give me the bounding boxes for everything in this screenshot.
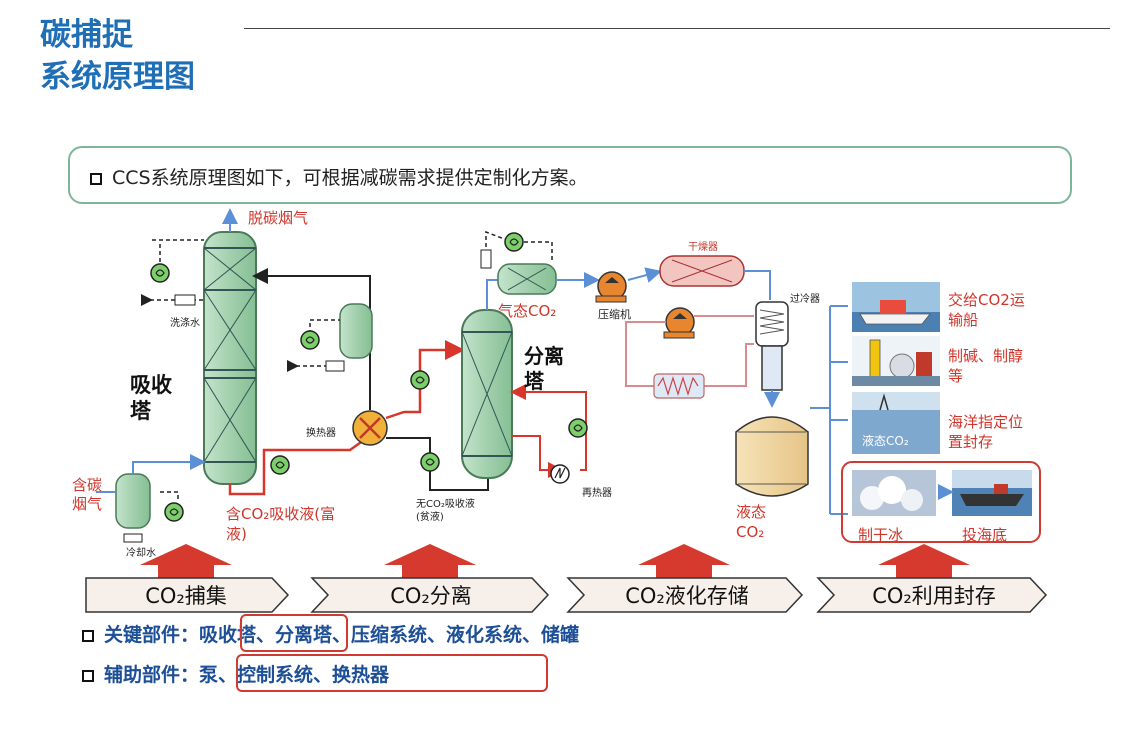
header-divider bbox=[244, 28, 1110, 29]
label-compressor: 压缩机 bbox=[598, 308, 631, 321]
label-lean-liquid: 无CO₂吸收液 (贫液) bbox=[416, 499, 475, 523]
seabed-disposal-image bbox=[952, 470, 1032, 516]
compressor-icon bbox=[663, 307, 695, 339]
stage-chevron bbox=[816, 577, 1048, 613]
label-seabed: 投海底 bbox=[962, 526, 1008, 544]
pump-icon bbox=[270, 455, 290, 475]
stage-chevron bbox=[85, 577, 290, 613]
key-components-highlight-box bbox=[240, 614, 348, 652]
stage-chevron bbox=[566, 577, 804, 613]
checkbox-square-icon bbox=[82, 629, 94, 642]
stage-label-separation: CO₂分离 bbox=[390, 584, 472, 608]
page-title-line1: 碳捕捉 bbox=[40, 17, 133, 53]
stage-chevron bbox=[310, 577, 550, 613]
cooler-tank bbox=[339, 303, 373, 359]
label-rich-liquid: 含CO₂吸收液(富 液) bbox=[226, 505, 336, 543]
cooler-tank bbox=[115, 473, 151, 529]
pump-icon bbox=[300, 330, 320, 350]
pump-icon bbox=[568, 418, 588, 438]
label-use-ship: 交给CO2运 输船 bbox=[948, 291, 1025, 329]
stage-label-capture: CO₂捕集 bbox=[145, 584, 227, 608]
intro-text: CCS系统原理图如下，可根据减碳需求提供定制化方案。 bbox=[90, 163, 588, 190]
subcooler-icon bbox=[755, 301, 789, 391]
liquid-co2-storage-tank bbox=[735, 416, 809, 497]
label-heat-exchanger: 换热器 bbox=[306, 428, 336, 439]
aux-components-bullet: 辅助部件：泵、控制系统、换热器 bbox=[82, 660, 389, 687]
absorption-tower bbox=[203, 231, 257, 485]
stage-up-arrow bbox=[638, 544, 730, 578]
stage-up-arrow bbox=[878, 544, 970, 578]
label-dryer: 干燥器 bbox=[688, 242, 718, 253]
key-components-bullet: 关键部件：吸收塔、分离塔、压缩系统、液化系统、储罐 bbox=[82, 620, 579, 647]
aux-components-highlight: 泵、控制系统、换热器 bbox=[199, 664, 390, 686]
label-reboiler: 再热器 bbox=[582, 488, 612, 499]
label-absorption-tower: 吸收 塔 bbox=[130, 373, 172, 423]
intro-box bbox=[68, 146, 1072, 204]
stage-up-arrow bbox=[384, 544, 476, 578]
transport-ship-image bbox=[852, 282, 940, 332]
stage-up-arrow bbox=[140, 544, 232, 578]
chemical-plant-image bbox=[852, 336, 940, 386]
compressor-icon bbox=[595, 271, 627, 303]
pump-icon bbox=[410, 370, 430, 390]
label-dry-ice: 制干冰 bbox=[858, 526, 904, 544]
label-cooling-water: 冷却水 bbox=[126, 548, 156, 559]
pump-icon bbox=[164, 502, 184, 522]
ocean-storage-image bbox=[852, 392, 940, 454]
label-liquid-co2: 液态 CO₂ bbox=[736, 503, 767, 541]
label-use-chemical: 制碱、制醇 等 bbox=[948, 347, 1024, 385]
label-carbon-flue-gas: 含碳 烟气 bbox=[72, 476, 103, 513]
pump-icon bbox=[150, 263, 170, 283]
stage-label-liquefaction: CO₂液化存储 bbox=[625, 584, 749, 608]
label-subcooler: 过冷器 bbox=[790, 294, 820, 305]
pump-icon bbox=[504, 232, 524, 252]
separation-tower bbox=[461, 309, 513, 479]
label-decarbonized-flue-gas: 脱碳烟气 bbox=[248, 209, 309, 227]
expansion-coil-icon bbox=[653, 373, 705, 399]
label-use-ocean: 海洋指定位 置封存 bbox=[948, 413, 1024, 451]
aux-components-highlight-box bbox=[236, 654, 548, 692]
label-separation-tower: 分离 塔 bbox=[524, 344, 564, 393]
checkbox-square-icon bbox=[90, 172, 102, 185]
label-ocean-image-text: 液态CO₂ bbox=[862, 434, 909, 448]
label-gas-co2: 气态CO₂ bbox=[498, 302, 557, 320]
pump-icon bbox=[420, 452, 440, 472]
intro-text-content: CCS系统原理图如下，可根据减碳需求提供定制化方案。 bbox=[112, 167, 588, 189]
key-components-highlight: 吸收塔、 bbox=[199, 624, 276, 646]
checkbox-square-icon bbox=[82, 669, 94, 682]
label-washing-water: 洗涤水 bbox=[170, 318, 200, 329]
dryer-icon bbox=[659, 255, 745, 287]
dry-ice-seabed-highlight bbox=[841, 461, 1041, 543]
stage-label-utilization: CO₂利用封存 bbox=[872, 584, 996, 608]
page-title: 碳捕捉 系统原理图 bbox=[40, 14, 195, 98]
washer-icon bbox=[174, 294, 196, 306]
dry-ice-image bbox=[852, 470, 936, 516]
page-title-line2: 系统原理图 bbox=[40, 59, 195, 95]
